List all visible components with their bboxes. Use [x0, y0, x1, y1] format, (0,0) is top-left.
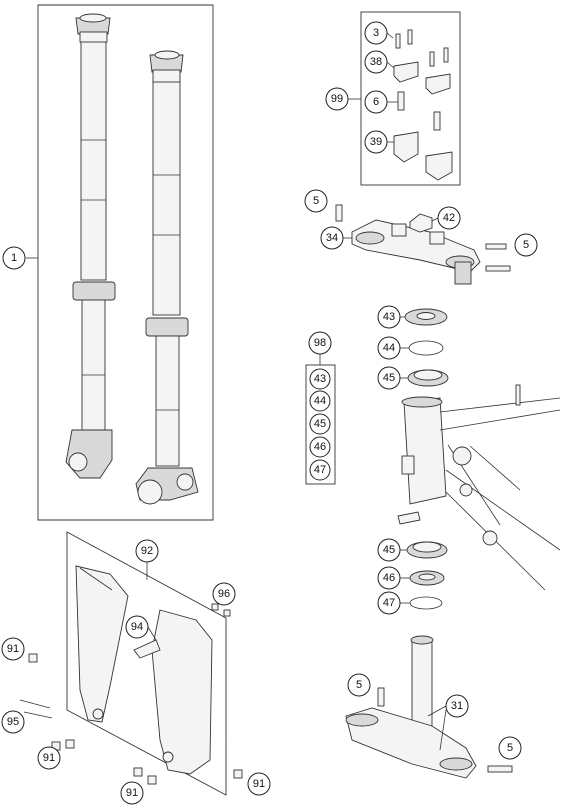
callout-43-top	[377, 305, 401, 329]
callout-96	[212, 582, 236, 606]
upper-bearing-parts	[404, 308, 449, 387]
callout-43-kit-label: 43	[314, 373, 326, 385]
callout-5-top-label: 5	[313, 195, 319, 207]
callout-94-label: 94	[131, 621, 143, 633]
fork-assembly-frame	[37, 4, 214, 521]
lower-bearing-parts	[406, 541, 448, 610]
handlebar-clamp-kit-frame	[360, 11, 461, 186]
callout-42-label: 42	[443, 212, 455, 224]
callout-44-top	[377, 336, 401, 360]
callout-44-top-label: 44	[383, 342, 395, 354]
fork-protector-frame	[66, 531, 227, 796]
callout-44-kit	[309, 390, 331, 412]
callout-39	[364, 130, 388, 154]
callout-5-lower-left	[347, 673, 371, 697]
callout-47-bottom	[377, 591, 401, 615]
callout-45-kit	[309, 413, 331, 435]
callout-91-bottom-center-label: 91	[126, 787, 138, 799]
callout-42	[437, 206, 461, 230]
fork-leg-left	[65, 13, 116, 479]
callout-45-top-label: 45	[383, 372, 395, 384]
callout-44-kit-label: 44	[314, 395, 326, 407]
callout-91-bottom-left	[37, 746, 61, 770]
callout-38-label: 38	[370, 56, 382, 68]
callout-99	[325, 87, 349, 111]
callout-5-lower-right	[498, 736, 522, 760]
callout-6	[364, 90, 388, 114]
callout-91-bottom-center	[120, 781, 144, 805]
callout-38	[364, 50, 388, 74]
callout-5-right	[514, 233, 538, 257]
callout-47-bottom-label: 47	[383, 597, 395, 609]
callout-47-kit-label: 47	[314, 464, 326, 476]
callout-46-bottom	[377, 566, 401, 590]
callout-47-kit	[309, 459, 331, 481]
callout-1	[2, 246, 26, 270]
callout-1-label: 1	[11, 252, 17, 264]
callout-95	[1, 710, 25, 734]
callout-45-top	[377, 366, 401, 390]
callout-31-label: 31	[451, 700, 463, 712]
callout-46-kit	[309, 436, 331, 458]
callout-39-label: 39	[370, 136, 382, 148]
callout-96-label: 96	[218, 588, 230, 600]
callout-46-kit-label: 46	[314, 441, 326, 453]
callout-3	[364, 21, 388, 45]
callout-45-bottom-label: 45	[383, 544, 395, 556]
callout-31	[445, 694, 469, 718]
callout-5-right-label: 5	[523, 239, 529, 251]
callout-92-label: 92	[141, 545, 153, 557]
fasteners	[19, 603, 243, 785]
callout-91-bottom-right	[247, 772, 271, 796]
callout-5-lower-left-label: 5	[356, 679, 362, 691]
frame-steering-head	[397, 384, 561, 591]
callout-98	[308, 331, 332, 355]
callout-43-kit	[309, 368, 331, 390]
bearing-kit-frame	[305, 364, 336, 485]
callout-91-left-label: 91	[7, 643, 19, 655]
clamp-kit-parts	[393, 29, 453, 181]
callout-95-label: 95	[7, 716, 19, 728]
callout-91-bottom-right-label: 91	[253, 778, 265, 790]
callout-3-label: 3	[373, 27, 379, 39]
callout-98-label: 98	[314, 337, 326, 349]
callout-91-left	[1, 637, 25, 661]
callout-5-lower-right-label: 5	[507, 742, 513, 754]
callout-6-label: 6	[373, 96, 379, 108]
callout-5-top	[304, 189, 328, 213]
fork-protectors	[75, 565, 213, 775]
fork-leg-right	[135, 50, 199, 505]
callout-94	[125, 615, 149, 639]
callout-34-label: 34	[326, 232, 338, 244]
upper-triple-clamp	[335, 204, 511, 285]
lower-triple-clamp	[345, 635, 513, 779]
callout-99-label: 99	[331, 93, 343, 105]
callout-45-kit-label: 45	[314, 418, 326, 430]
callout-34	[320, 226, 344, 250]
callout-45-bottom	[377, 538, 401, 562]
callout-46-bottom-label: 46	[383, 572, 395, 584]
callout-43-top-label: 43	[383, 311, 395, 323]
callout-91-bottom-left-label: 91	[43, 752, 55, 764]
callout-92	[135, 539, 159, 563]
